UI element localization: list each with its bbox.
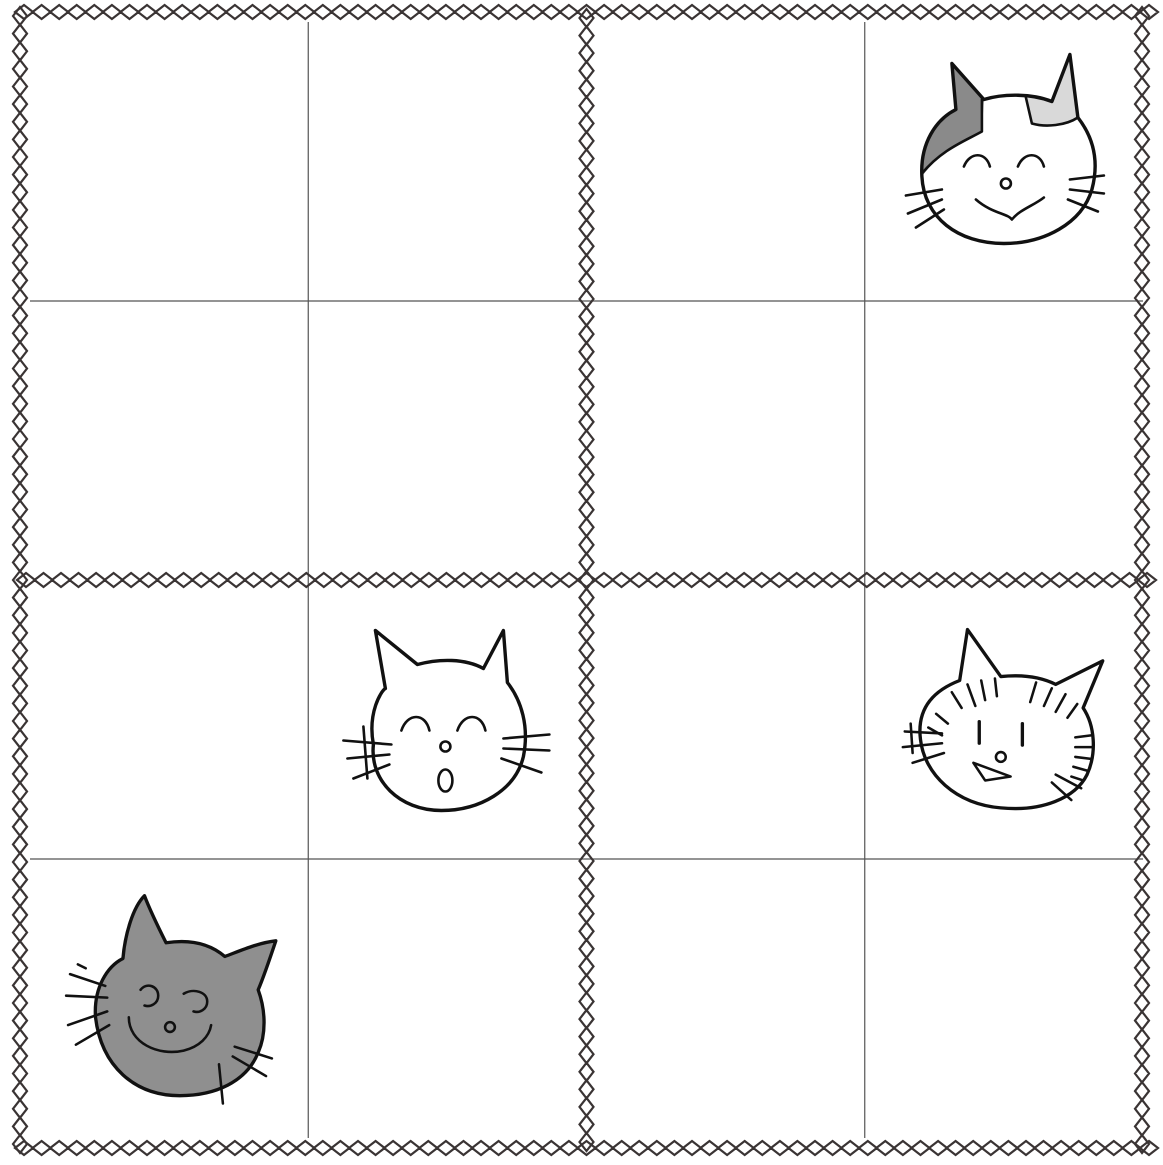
- grid-cell-r3-c3[interactable]: [587, 580, 865, 859]
- grid-cell-r3-c1[interactable]: [30, 580, 308, 859]
- grid-cell-r1-c3[interactable]: [587, 22, 865, 301]
- grid-cell-r2-c2[interactable]: [308, 301, 586, 580]
- grid-cell-r4-c3[interactable]: [587, 859, 865, 1138]
- grid-cell-r1-c2[interactable]: [308, 22, 586, 301]
- grid-cell-r3-c2[interactable]: [308, 580, 586, 859]
- grid-cell-r4-c4[interactable]: [865, 859, 1143, 1138]
- grid-cell-r4-c2[interactable]: [308, 859, 586, 1138]
- grid-cell-r2-c1[interactable]: [30, 301, 308, 580]
- grid-cell-r1-c1[interactable]: [30, 22, 308, 301]
- grid-cell-r2-c3[interactable]: [587, 301, 865, 580]
- grid-cell-r3-c4[interactable]: [865, 580, 1143, 859]
- grid-cell-r2-c4[interactable]: [865, 301, 1143, 580]
